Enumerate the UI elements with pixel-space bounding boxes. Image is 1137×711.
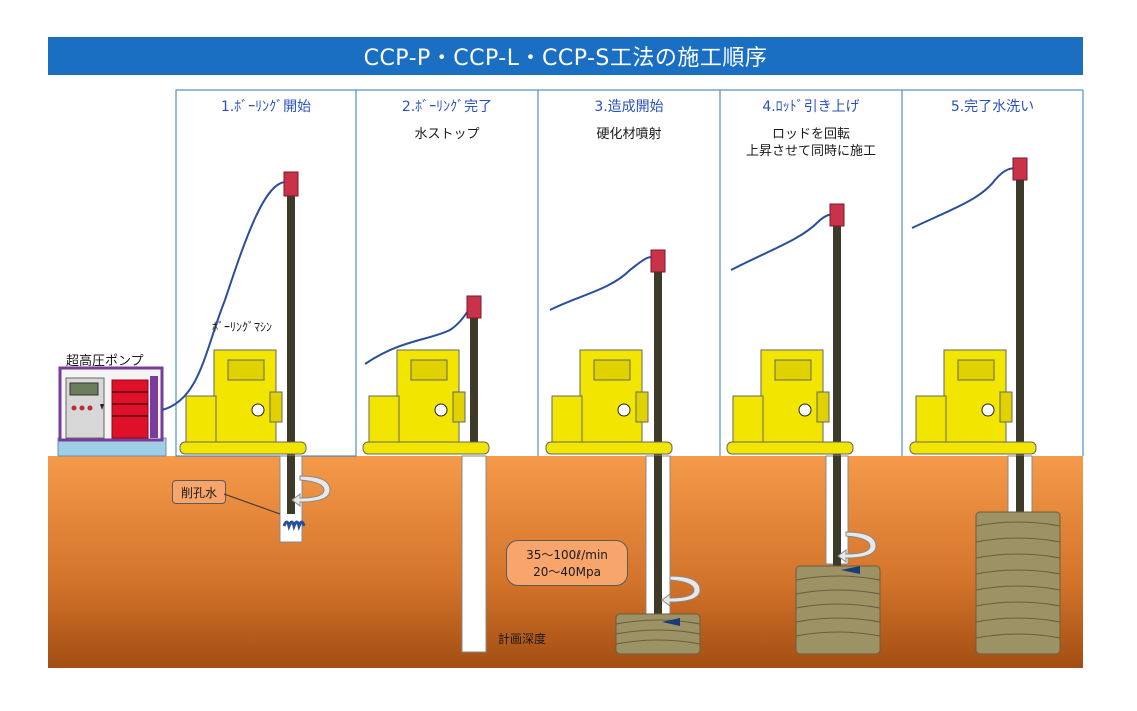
machine-label: ﾎﾞｰﾘﾝｸﾞﾏｼﾝ [212, 320, 273, 334]
step-frames [175, 89, 1084, 457]
step-4-title: 4.ﾛｯﾄﾞ引き上げ [762, 99, 860, 115]
pump-label: 超高圧ポンプ [66, 354, 144, 369]
flow-rate: 35～100ℓ/min [526, 548, 608, 562]
high-pressure-pump [57, 366, 167, 457]
step-1-title: 1.ﾎﾞｰﾘﾝｸﾞ開始 [220, 99, 312, 115]
params-callout: 35～100ℓ/min 20～40Mpa [506, 540, 628, 586]
page-title: CCP-P・CCP-L・CCP-S工法の施工順序 [48, 37, 1083, 75]
boring-machines [179, 349, 1037, 455]
rotation-arrows [291, 475, 877, 607]
soil-columns [615, 511, 1061, 655]
depth-label: 計画深度 [498, 632, 547, 646]
step-3-title: 3.造成開始 [594, 99, 664, 115]
pressure: 20～40Mpa [533, 565, 601, 579]
step-4-desc-line2: 上昇させて同時に施工 [745, 144, 876, 159]
step-4-desc: ロッドを回転 [771, 127, 850, 142]
hoses [161, 167, 1019, 411]
step-2-desc: 水ストップ [414, 127, 480, 142]
step-3-desc: 硬化材噴射 [596, 127, 662, 142]
step-2-title: 2.ﾎﾞｰﾘﾝｸﾞ完了 [401, 99, 493, 115]
water-callout: 削孔水 [172, 480, 226, 504]
drill-bit-icon [282, 520, 306, 532]
step-5-title: 5.完了水洗い [950, 99, 1035, 115]
